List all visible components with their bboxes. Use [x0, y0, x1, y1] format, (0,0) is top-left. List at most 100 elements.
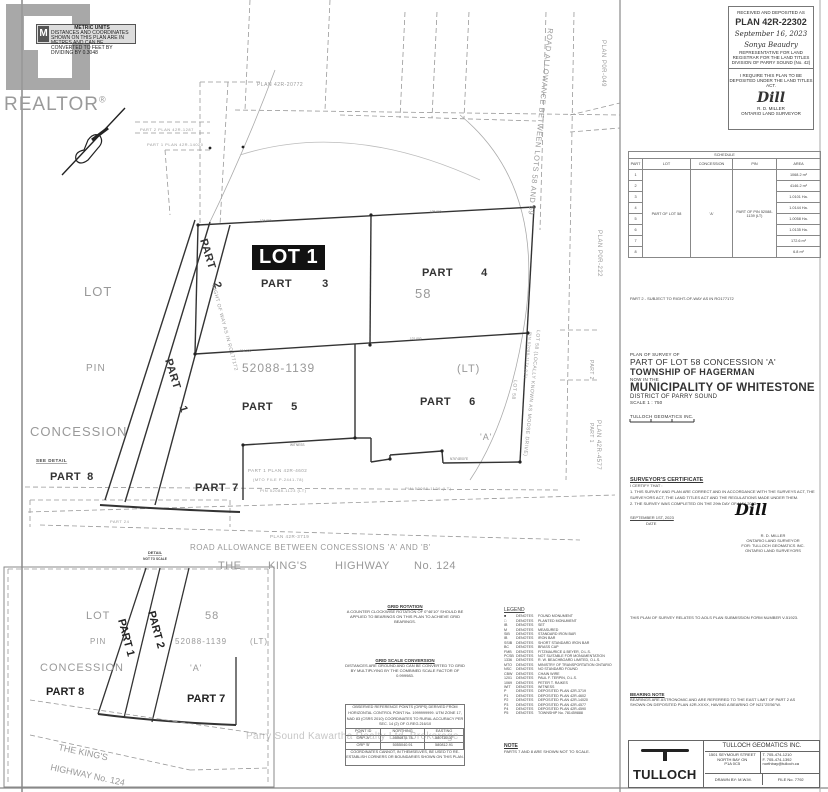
detail-part-7: PART 7: [187, 693, 225, 705]
tulloch-logo: TULLOCH: [629, 741, 704, 787]
svg-text:135.000: 135.000: [430, 210, 442, 214]
firm-company: TULLOCH GEOMATICS INC.: [705, 741, 819, 752]
lot-number: 58: [415, 286, 431, 301]
detail-part-8: PART 8: [46, 686, 84, 698]
plan-42r-3719: PLAN 42R-3719: [270, 534, 309, 539]
svg-text:124.000: 124.000: [260, 219, 272, 223]
tulloch-logo-icon: [641, 749, 689, 752]
part-row-right2: PART 2: [588, 360, 594, 380]
detail-concession-word: CONCESSION: [40, 662, 124, 674]
row-text: RIGHT OF WAY AS IN RO177172: [210, 284, 239, 372]
detail-lot-number: 58: [205, 610, 219, 622]
certificate-certify: I CERTIFY THAT :: [630, 483, 663, 488]
drawn-by: DRAWN BY: M.W.M.: [705, 774, 763, 785]
schedule-header-concession: CONCESSION: [690, 158, 733, 170]
realtor-wordmark: REALTOR®: [4, 94, 107, 115]
highway-word: HIGHWAY: [335, 560, 390, 572]
detail-part-2: PART 2: [145, 610, 167, 650]
subdivision-note: THIS PLAN OF SURVEY RELATES TO AOLS PLAN…: [630, 615, 799, 620]
detail-lot-word: LOT: [86, 610, 110, 622]
registry-stamp: RECEIVED AND DEPOSITED AS PLAN 42R-22302…: [728, 6, 814, 130]
north-arrow-icon: [61, 107, 126, 176]
grid-rotation-title: GRID ROTATION: [387, 604, 423, 609]
schedule-header-pin: PIN: [732, 158, 777, 170]
schedule-header-part: PART: [628, 158, 643, 170]
firm-address-1: 1501 SEYMOUR STREET: [708, 752, 756, 757]
part-24: PART 24: [110, 519, 130, 524]
surveyor-signature: Dill: [756, 90, 786, 106]
received-label: RECEIVED AND DEPOSITED AS: [737, 10, 805, 15]
see-detail: SEE DETAIL: [36, 458, 67, 463]
concession-letter: 'A': [480, 432, 492, 442]
detail-highway-kings: THE KING'S: [58, 742, 109, 762]
detail-pin-number: 52088-1139: [175, 637, 227, 646]
mto-file-2441: (MTO FILE P-2441-78): [253, 477, 304, 482]
certificate-title: SURVEYOR'S CERTIFICATE: [630, 477, 704, 483]
representative-signature: Sonya Beaudry: [744, 41, 798, 49]
pin-number: 52088-1139: [242, 361, 315, 375]
metric-note-body: DISTANCES AND COORDINATES SHOWN ON THIS …: [51, 30, 129, 56]
right-of-way-note: PART 2 - SUBJECT TO RIGHT-OF-WAY AS IN R…: [630, 296, 734, 301]
pin-1126: PIN 52088-1126 (LT): [405, 486, 452, 491]
grid-rotation-body: A COUNTER CLOCKWISE ROTATION OF 0°46'10"…: [346, 609, 464, 624]
stamp-surveyor-name: R. D. MILLER: [757, 106, 785, 111]
title-line-2: TOWNSHIP OF HAGERMAN: [630, 367, 755, 377]
firm-fax: F. 705-474-1392: [762, 756, 792, 762]
certificate-title-2: FOR: TULLOCH GEOMATICS INC.: [741, 543, 805, 548]
firm-phone: T. 705-474-1210: [762, 752, 792, 757]
certificate-item-2: 2. THE SURVEY WAS COMPLETED ON THE 29th …: [630, 501, 758, 506]
detail-pin-suffix: (LT): [250, 637, 268, 646]
lot58-pin: PIN 52088-1174 (LT): [523, 332, 533, 379]
firm-address-3: P1A 0C5: [724, 761, 741, 766]
lot-1-highlight-label: LOT 1: [252, 245, 326, 270]
realtor-logo: REALTOR®: [4, 4, 106, 115]
highway-number: No. 124: [414, 560, 456, 572]
plan-p0r-222: PLAN P0R-222: [596, 230, 602, 277]
note-title: NOTE: [504, 743, 518, 749]
certificate-signature: Dill: [735, 500, 768, 519]
coordinates-box: OBSERVED REFERENCE POINTS (ORPS) DERIVED…: [345, 704, 465, 766]
legend-title: LEGEND: [504, 607, 525, 613]
certificate-title-3: ONTARIO LAND SURVEYORS: [745, 548, 801, 553]
firm-name: TULLOCH GEOMATICS INC.: [630, 414, 694, 419]
part-1-label: PART1: [162, 357, 190, 414]
deposit-request: I REQUIRE THIS PLAN TO BE DEPOSITED UNDE…: [729, 73, 813, 88]
coordinates-footer: COORDINATES CANNOT, IN THEMSELVES, BE US…: [346, 748, 464, 760]
certificate-date-label: DATE: [646, 521, 657, 526]
plan-42r-20772: PLAN 42R-20772: [257, 82, 303, 88]
grid-scale-conversion: GRID SCALE CONVERSION DISTANCES ARE GROU…: [345, 658, 465, 678]
title-line-1: PART OF LOT 58 CONCESSION 'A': [630, 357, 776, 367]
title-line-4: MUNICIPALITY OF WHITESTONE: [630, 382, 815, 394]
detail-labels: LOT 58 PIN 52088-1139 (LT) CONCESSION 'A…: [40, 610, 268, 674]
grid-rotation: GRID ROTATION A COUNTER CLOCKWISE ROTATI…: [345, 604, 465, 624]
title-line-3: NOW IN THE: [630, 377, 659, 382]
road-allowance-lots: ROAD ALLOWANCE BETWEEN LOTS 58 AND 59: [526, 28, 555, 216]
table-row: 1 PART OF LOT 58 'A' PART OF PIN 52088-1…: [628, 169, 821, 258]
firm-email: northbay@tulloch.ca: [762, 761, 800, 766]
detail-title: DETAIL: [148, 550, 163, 555]
pin-suffix: (LT): [457, 363, 480, 375]
stamp-surveyor-title: ONTARIO LAND SURVEYOR: [741, 111, 801, 116]
listing-credit-watermark: Parry Sound Kawartha Realty Ltd, Brokera…: [246, 731, 459, 742]
svg-text:N76°48'00"E: N76°48'00"E: [450, 457, 468, 461]
